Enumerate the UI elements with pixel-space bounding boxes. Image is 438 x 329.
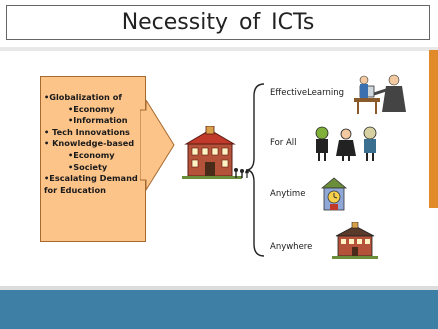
- driver-item: •Information: [68, 115, 128, 126]
- outcome-label: Anytime: [270, 189, 306, 199]
- outcome-label: For All: [270, 138, 297, 148]
- outcome-label: EffectiveLearning: [270, 88, 344, 98]
- slide-title: Necessity of ICTs: [121, 10, 315, 35]
- driver-item: •Globalization of: [44, 92, 122, 102]
- brace-icon: [245, 83, 265, 257]
- school-icon: [182, 126, 249, 179]
- driver-item: •Escalating Demand: [44, 173, 138, 184]
- footer-band: [0, 290, 438, 329]
- driver-item: •Society: [68, 161, 108, 172]
- driver-item: • Knowledge-based: [44, 138, 135, 149]
- building-icon: [332, 222, 378, 259]
- arrow-icon: [140, 100, 175, 192]
- title-box: Necessity of ICTs: [6, 5, 430, 40]
- drivers-box: [40, 76, 146, 242]
- footer-divider: [0, 286, 438, 290]
- driver-item: • Tech Innovations: [44, 126, 130, 137]
- outcome-label: Anywhere: [270, 242, 313, 252]
- drivers-list: •Globalization of •Economy •Information …: [44, 92, 148, 196]
- accent-strip: [429, 50, 438, 208]
- driver-item: for Education: [44, 184, 106, 195]
- driver-item: •Economy: [68, 103, 115, 114]
- people-group-icon: [315, 126, 377, 161]
- title-divider: [0, 47, 438, 51]
- driver-item: •Economy: [68, 149, 115, 160]
- teacher-student-icon: [354, 74, 406, 114]
- clock-house-icon: [320, 177, 348, 211]
